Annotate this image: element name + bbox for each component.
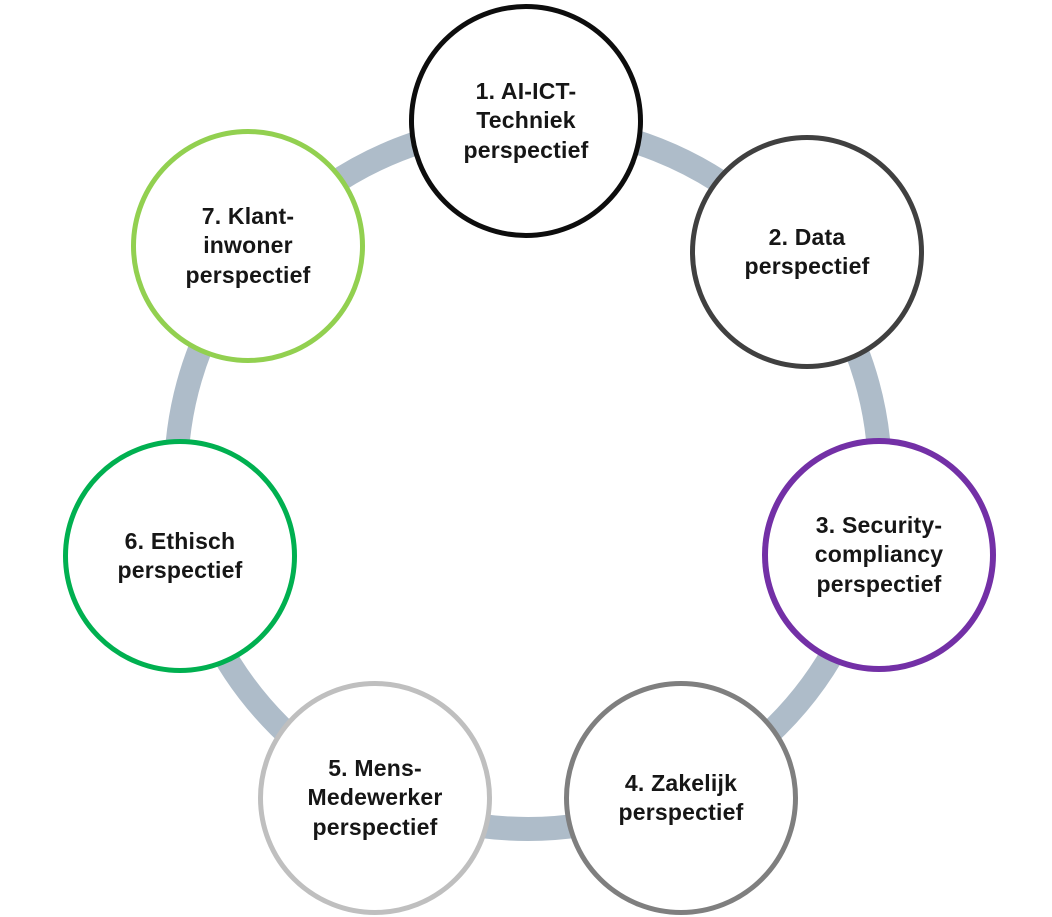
node-ai-ict-techniek-perspectief: 1. AI-ICT- Techniek perspectief [409,4,643,238]
node-label: 2. Data perspectief [744,223,870,279]
node-data-perspectief: 2. Data perspectief [690,135,924,369]
node-label: 5. Mens- Medewerker perspectief [307,755,443,840]
node-zakelijk-perspectief: 4. Zakelijk perspectief [564,681,798,915]
node-label: 4. Zakelijk perspectief [618,769,744,825]
node-label: 1. AI-ICT- Techniek perspectief [463,78,589,163]
node-security-compliancy-perspectief: 3. Security- compliancy perspectief [762,438,996,672]
node-klant-inwoner-perspectief: 7. Klant- inwoner perspectief [131,129,365,363]
node-label: 6. Ethisch perspectief [117,527,243,583]
node-ethisch-perspectief: 6. Ethisch perspectief [63,439,297,673]
node-label: 3. Security- compliancy perspectief [814,512,944,597]
node-mens-medewerker-perspectief: 5. Mens- Medewerker perspectief [258,681,492,915]
node-label: 7. Klant- inwoner perspectief [185,203,311,288]
